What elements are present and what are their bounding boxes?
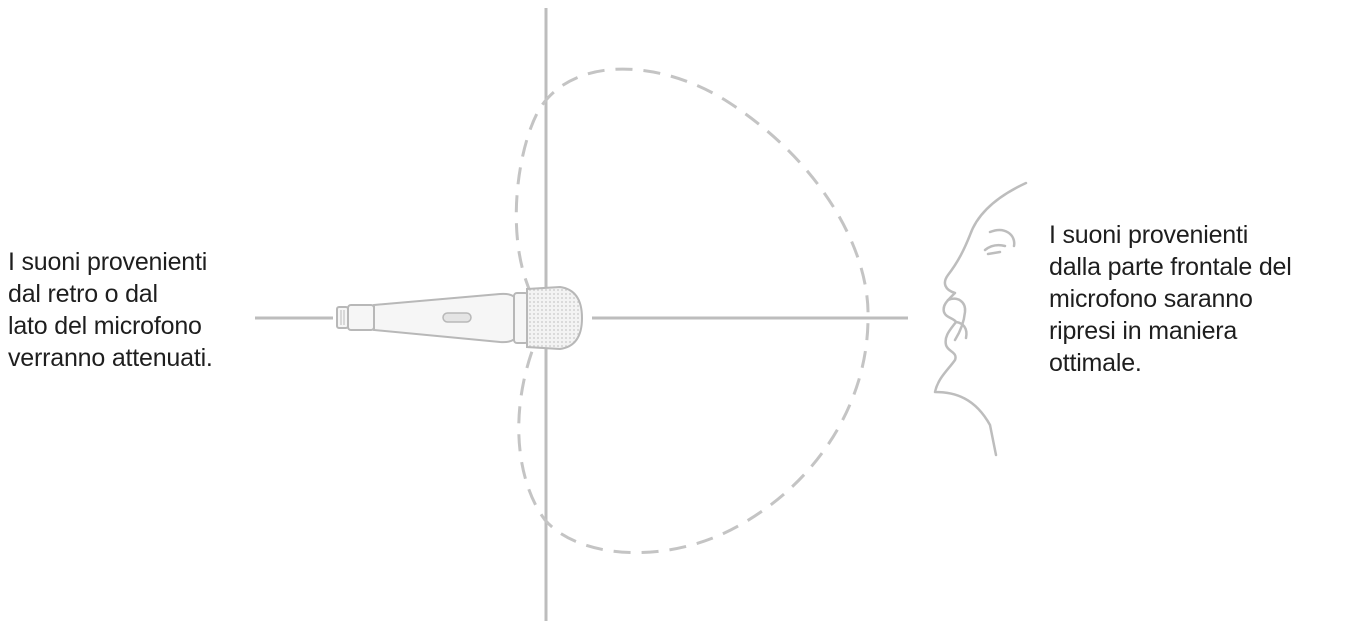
microphone-illustration <box>337 287 582 349</box>
front-sounds-caption: I suoni provenienti dalla parte frontale… <box>1049 219 1292 379</box>
microphone-connector <box>337 307 348 328</box>
microphone-switch <box>443 313 471 322</box>
brow <box>990 230 1014 246</box>
caption-line: dalla parte frontale del <box>1049 251 1292 283</box>
eye <box>985 245 1005 254</box>
microphone-collar <box>348 305 374 330</box>
face-outline <box>935 183 1026 455</box>
microphone-grille <box>527 287 582 349</box>
caption-line: ripresi in maniera <box>1049 315 1292 347</box>
caption-line: dal retro o dal <box>8 278 213 310</box>
caption-line: microfono saranno <box>1049 283 1292 315</box>
caption-line: lato del microfono <box>8 310 213 342</box>
face-profile-illustration <box>935 183 1026 455</box>
caption-line: ottimale. <box>1049 347 1292 379</box>
caption-line: I suoni provenienti <box>8 246 213 278</box>
rear-sounds-caption: I suoni provenienti dal retro o dal lato… <box>8 246 213 374</box>
caption-line: I suoni provenienti <box>1049 219 1292 251</box>
microphone-ring <box>514 293 528 343</box>
caption-line: verranno attenuati. <box>8 342 213 374</box>
